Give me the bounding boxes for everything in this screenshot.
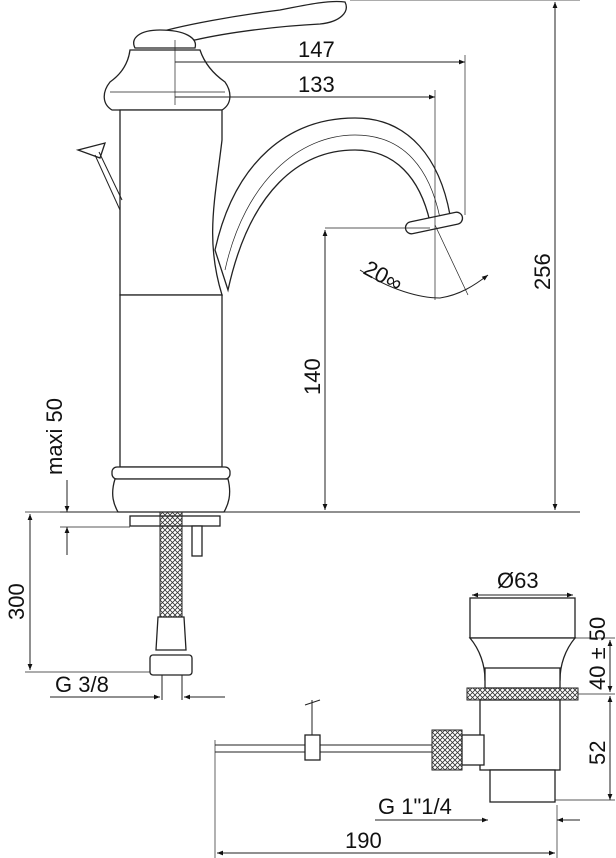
dim-g-1-1-4: G 1"1/4 [378,794,452,819]
inlet-fitting [149,654,193,676]
faucet-base [112,478,231,513]
dim-g-3-8: G 3/8 [55,672,109,697]
faucet-lower-body [119,294,223,468]
rod-nut [431,729,463,771]
dim-190: 190 [345,828,382,853]
faucet-spout [214,117,451,293]
popup-knob [75,142,106,159]
faucet-lever [149,0,347,41]
drain-knurled-ring [466,687,579,701]
flex-hose [159,511,183,618]
drain-cap [469,597,576,639]
drain-body [479,699,561,771]
dim-40-50: 40 ± 50 [585,617,610,690]
faucet-upper-body [119,109,223,296]
dim-diameter-63: Ø63 [497,568,539,593]
faucet [60,0,580,700]
hose-nut [155,616,187,651]
dim-maxi-50: maxi 50 [42,398,67,475]
dim-300: 300 [4,583,29,620]
dim-52: 52 [585,741,610,765]
faucet-cap [133,29,197,49]
dim-256: 256 [530,253,555,290]
popup-drain [215,597,579,803]
faucet-ring [111,466,231,480]
dim-147: 147 [298,37,335,62]
dim-140: 140 [300,358,325,395]
dim-133: 133 [298,72,335,97]
faucet-dome [103,49,231,111]
dimension-lines [25,0,615,858]
